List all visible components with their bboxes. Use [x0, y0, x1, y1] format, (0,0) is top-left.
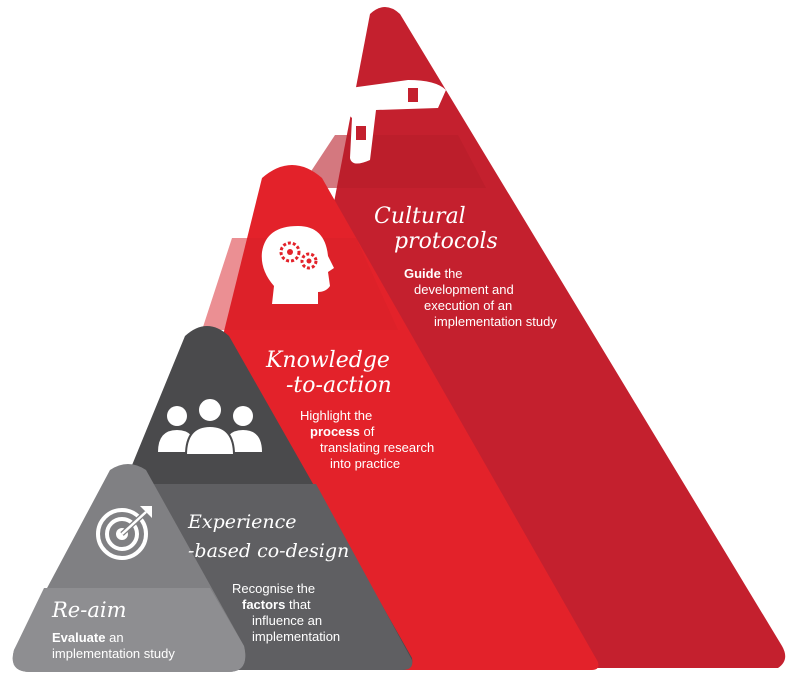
boomerang-icon	[342, 80, 446, 164]
experience-based-co-design-title: Experience -based co-design	[188, 508, 349, 566]
head-gears-icon	[261, 226, 334, 304]
re-aim-description: Evaluate an implementation study	[52, 630, 175, 662]
experience-based-co-design-description: Recognise the factors that influence an …	[232, 581, 340, 645]
cultural-protocols-title: Cultural protocols	[374, 204, 498, 254]
desc-bold: Evaluate	[52, 630, 106, 645]
desc-line: implementation study	[434, 314, 557, 329]
desc-line: development and	[414, 282, 514, 297]
desc-line: execution of an	[424, 298, 513, 313]
title-line: Knowledge	[266, 348, 390, 373]
title-line: Experience	[188, 511, 297, 533]
layer-cultural-protocols-band	[300, 135, 486, 188]
title-line: Re-aim	[52, 598, 127, 622]
re-aim-title: Re-aim	[52, 598, 126, 623]
desc-line: influence an	[252, 613, 323, 628]
desc-bold: Guide	[404, 266, 441, 281]
knowledge-to-action-description: Highlight the process of translating res…	[300, 408, 434, 472]
target-icon	[96, 506, 152, 560]
desc-line: translating research	[320, 440, 435, 455]
cultural-protocols-description: Guide the development and execution of a…	[404, 266, 557, 330]
desc-bold: process	[310, 424, 360, 439]
desc-line: implementation study	[52, 646, 175, 661]
desc-line: into practice	[330, 456, 401, 471]
desc-text: the	[440, 266, 463, 281]
title-line: protocols	[394, 229, 498, 254]
knowledge-to-action-title: Knowledge -to-action	[266, 348, 392, 398]
desc-line: implementation	[252, 629, 341, 644]
title-line: Cultural	[374, 204, 466, 229]
desc-line: Recognise the	[232, 581, 316, 596]
desc-bold: factors	[242, 597, 286, 612]
title-line: -based co-design	[188, 540, 350, 562]
desc-text: of	[359, 424, 375, 439]
layer-re-aim-band	[12, 588, 246, 672]
title-line: -to-action	[286, 373, 392, 398]
desc-text: that	[285, 597, 311, 612]
desc-text: an	[105, 630, 124, 645]
desc-line: Highlight the	[300, 408, 373, 423]
people-group-icon	[158, 397, 262, 456]
